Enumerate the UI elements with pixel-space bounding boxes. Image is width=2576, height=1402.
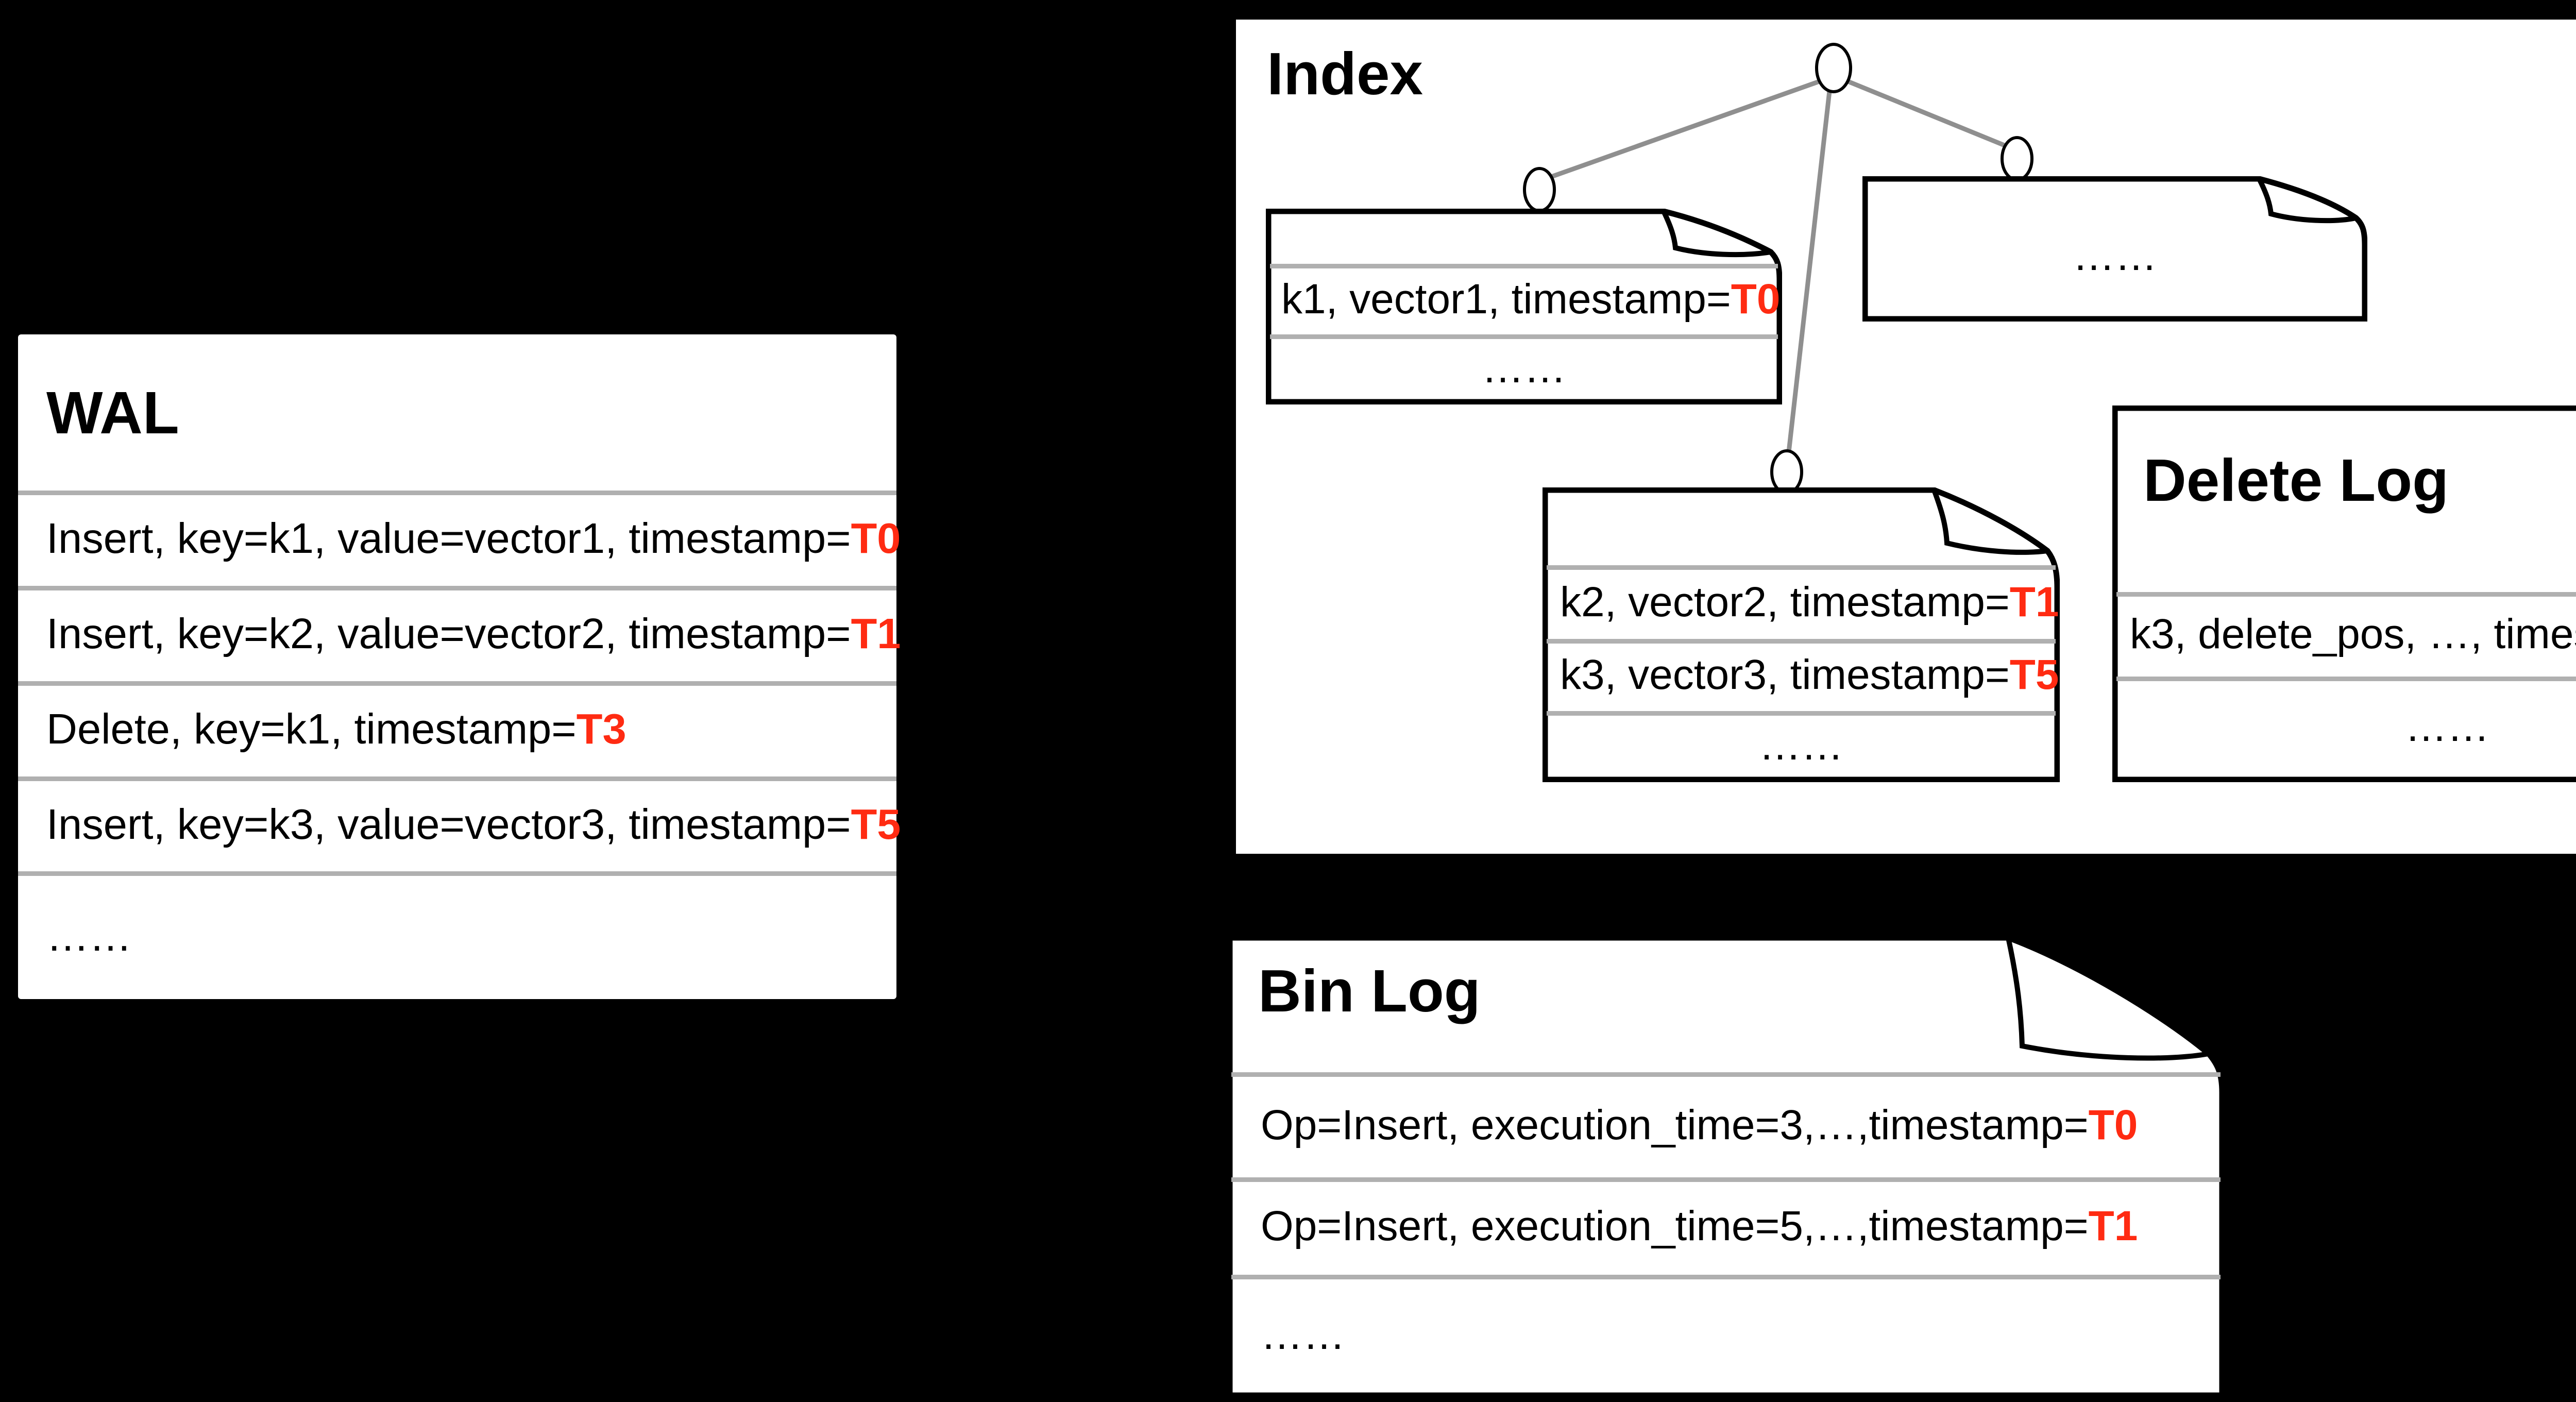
index-title-label: Index (1267, 40, 1423, 107)
segment-ellipsis-row: …… (1270, 336, 1778, 400)
log-text: Insert, key=k2, value=vector2, timestamp… (46, 610, 851, 657)
delete-log-row: k3, delete_pos, …, timestamp=T3 (2130, 594, 2576, 675)
log-text: k2, vector2, timestamp= (1560, 578, 2010, 626)
timestamp-highlight: T1 (2088, 1203, 2138, 1249)
tree-root-node (1815, 43, 1852, 93)
segment-row: k3, vector3, timestamp=T5 (1560, 640, 2059, 710)
wal-panel: WAL Insert, key=k1, value=vector1, times… (18, 334, 901, 999)
tree-child-node-left (1523, 167, 1556, 212)
row-separator (1231, 1177, 2221, 1182)
segment-ellipsis-row: …… (1867, 197, 2363, 315)
folded-corner (1661, 210, 1771, 258)
ellipsis-text: …… (2073, 232, 2157, 279)
index-segment-doc-k1: k1, vector1, timestamp=T0 …… (1266, 209, 1782, 404)
tree-edge-left (1550, 78, 1823, 179)
segment-row: k1, vector1, timestamp=T0 (1281, 265, 1781, 333)
row-separator (18, 871, 896, 876)
bin-log-doc: Bin Log Op=Insert, execution_time=3,…,ti… (1227, 935, 2225, 1398)
ellipsis-text: …… (46, 912, 132, 960)
ellipsis-text: …… (1261, 1311, 1345, 1358)
log-text: Op=Insert, execution_time=3,…,timestamp= (1261, 1101, 2089, 1148)
log-text: Op=Insert, execution_time=5,…,timestamp= (1261, 1203, 2089, 1249)
segment-row: k2, vector2, timestamp=T1 (1560, 567, 2059, 637)
timestamp-highlight: T3 (576, 705, 626, 753)
log-text: k3, delete_pos, …, timestamp= (2130, 611, 2576, 657)
delete-log-ellipsis-row: …… (2116, 678, 2576, 776)
row-separator (1231, 1072, 2221, 1077)
ellipsis-text: …… (1759, 721, 1843, 769)
log-text: k1, vector1, timestamp= (1281, 275, 1731, 323)
tree-child-node-right (2001, 136, 2033, 181)
folded-corner (2006, 937, 2209, 1061)
wal-log-row: Insert, key=k1, value=vector1, timestamp… (46, 492, 901, 584)
delete-log-doc: Delete Log k3, delete_pos, …, timestamp=… (2112, 406, 2576, 782)
row-separator (1231, 1275, 2221, 1279)
wal-title-label: WAL (46, 379, 179, 446)
timestamp-highlight: T5 (2009, 651, 2059, 698)
timestamp-highlight: T0 (851, 514, 901, 562)
log-text: Delete, key=k1, timestamp= (46, 705, 577, 753)
timestamp-highlight: T0 (2088, 1101, 2138, 1148)
folded-corner (1931, 489, 2048, 555)
timestamp-highlight: T1 (851, 610, 901, 657)
row-separator (1270, 264, 1778, 268)
index-panel: Index k1, vector1, timestamp=T0 …… (1231, 14, 2576, 859)
timestamp-highlight: T5 (851, 800, 901, 848)
ellipsis-text: …… (2405, 703, 2489, 750)
wal-log-row: Insert, key=k2, value=vector2, timestamp… (46, 587, 901, 680)
tree-edge-right (1844, 78, 2007, 148)
log-text: Insert, key=k1, value=vector1, timestamp… (46, 514, 851, 562)
log-text: k3, vector3, timestamp= (1560, 651, 2010, 698)
row-separator (2116, 677, 2576, 681)
row-separator (1547, 565, 2056, 570)
folded-corner (2257, 177, 2357, 224)
delete-log-title-label: Delete Log (2143, 447, 2449, 514)
row-separator (18, 586, 896, 590)
document-shape (1266, 209, 1782, 404)
index-title: Index (1267, 35, 1423, 112)
document-shape (1543, 487, 2060, 782)
segment-ellipsis-row: …… (1547, 713, 2056, 778)
wal-log-row: Insert, key=k3, value=vector3, timestamp… (46, 778, 901, 870)
ellipsis-text: …… (1482, 344, 1566, 392)
row-separator (18, 681, 896, 686)
row-separator (18, 776, 896, 781)
wal-title: WAL (46, 334, 179, 491)
timestamp-highlight: T0 (1731, 275, 1781, 323)
row-separator (2116, 592, 2576, 597)
tree-child-node-middle (1770, 449, 1803, 495)
bin-log-row: Op=Insert, execution_time=3,…,timestamp=… (1261, 1074, 2221, 1176)
row-separator (1547, 711, 2056, 716)
row-separator (18, 491, 896, 495)
row-separator (1270, 334, 1778, 339)
bin-log-ellipsis-row: …… (1261, 1277, 2221, 1393)
tree-edge-middle (1786, 91, 1832, 457)
timestamp-highlight: T1 (2009, 578, 2059, 626)
log-text: Insert, key=k3, value=vector3, timestamp… (46, 800, 851, 848)
index-segment-doc-more: …… (1862, 176, 2367, 322)
bin-log-row: Op=Insert, execution_time=5,…,timestamp=… (1261, 1179, 2221, 1273)
row-separator (1547, 639, 2056, 644)
document-shape (1227, 935, 2225, 1398)
document-shape (1862, 176, 2367, 322)
bin-log-title: Bin Log (1258, 948, 1481, 1033)
index-segment-doc-k2k3: k2, vector2, timestamp=T1 k3, vector3, t… (1543, 487, 2060, 782)
wal-log-row: Delete, key=k1, timestamp=T3 (46, 683, 896, 775)
bin-log-title-label: Bin Log (1258, 957, 1481, 1024)
delete-log-title: Delete Log (2143, 436, 2449, 524)
wal-ellipsis-row: …… (46, 873, 896, 999)
